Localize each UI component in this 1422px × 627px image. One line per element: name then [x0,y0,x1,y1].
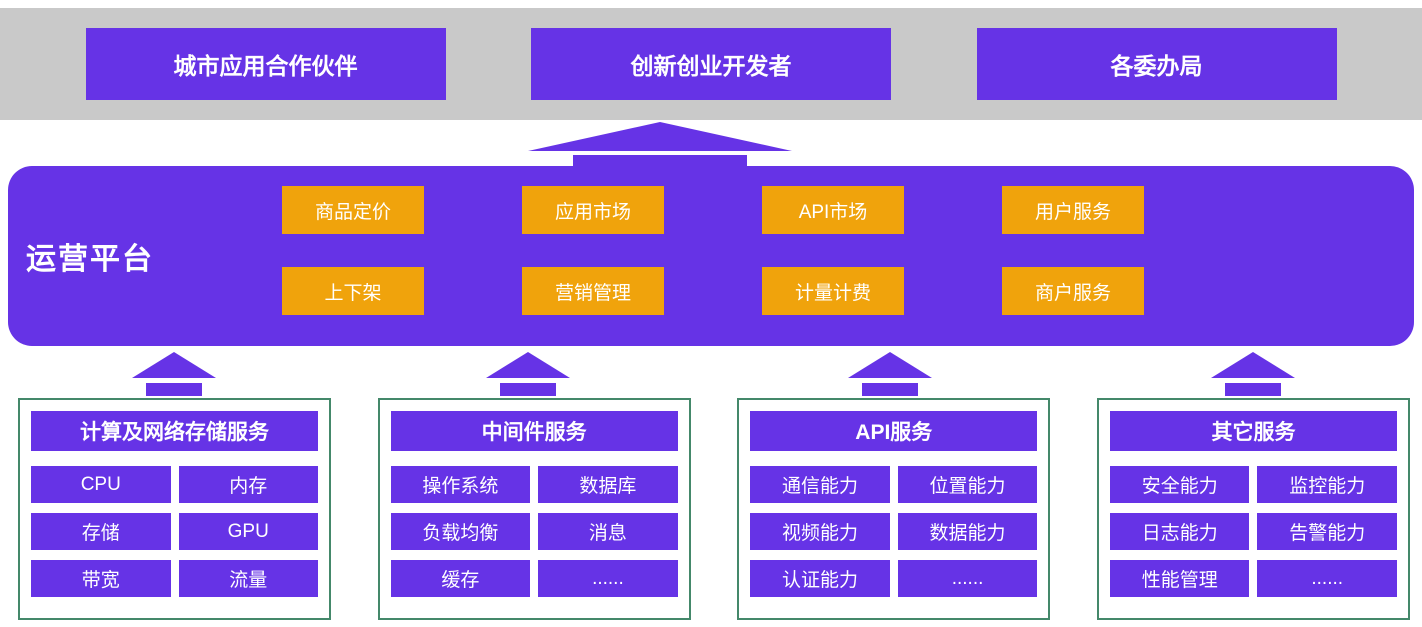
top-box-government-bureaus: 各委办局 [976,28,1337,100]
up-arrow-icon [1211,352,1295,396]
section-cells: CPU 内存 存储 GPU 带宽 流量 [31,466,318,597]
section-api-services: API服务 通信能力 位置能力 视频能力 数据能力 认证能力 ...... [737,398,1051,620]
section-cells: 操作系统 数据库 负载均衡 消息 缓存 ...... [390,466,678,597]
service-cell: 数据能力 [897,513,1038,550]
service-cell: CPU [31,466,171,503]
platform-panel: 运营平台 商品定价 应用市场 API市场 用户服务 上下架 营销管理 计量计费 … [8,166,1414,346]
service-cell: 日志能力 [1109,513,1250,550]
section-title: 中间件服务 [390,411,678,451]
service-cell: 视频能力 [750,513,890,550]
service-cell: 操作系统 [390,466,531,503]
section-title: 其它服务 [1109,411,1397,451]
service-cell: 通信能力 [750,466,890,503]
service-cell: 内存 [178,466,318,503]
section-cells: 安全能力 监控能力 日志能力 告警能力 性能管理 ...... [1109,466,1397,597]
service-sections-row: 计算及网络存储服务 CPU 内存 存储 GPU 带宽 流量 中间件服务 操作系统… [18,398,1410,620]
service-cell: 数据库 [538,466,678,503]
service-cell: ...... [538,560,678,597]
service-cell: 消息 [538,513,678,550]
section-title: API服务 [750,411,1038,451]
feature-box-metering-billing: 计量计费 [762,267,904,315]
service-cell: 监控能力 [1257,466,1397,503]
top-band: 城市应用合作伙伴 创新创业开发者 各委办局 [0,8,1422,120]
service-cell: 位置能力 [897,466,1038,503]
feature-box-pricing: 商品定价 [282,186,424,234]
section-compute-network-storage: 计算及网络存储服务 CPU 内存 存储 GPU 带宽 流量 [18,398,331,620]
service-cell: ...... [897,560,1038,597]
feature-box-api-market: API市场 [762,186,904,234]
service-cell: 带宽 [31,560,171,597]
service-cell: 安全能力 [1109,466,1250,503]
up-arrow-icon [486,352,570,396]
section-title: 计算及网络存储服务 [31,411,318,451]
up-arrow-icon [848,352,932,396]
service-cell: 缓存 [390,560,531,597]
big-up-arrow-icon [528,122,792,168]
service-cell: GPU [178,513,318,550]
feature-box-user-service: 用户服务 [1002,186,1144,234]
service-cell: 告警能力 [1257,513,1397,550]
top-box-city-partners: 城市应用合作伙伴 [85,28,446,100]
up-arrow-icon [132,352,216,396]
service-cell: ...... [1257,560,1397,597]
feature-box-shelf-management: 上下架 [282,267,424,315]
section-other-services: 其它服务 安全能力 监控能力 日志能力 告警能力 性能管理 ...... [1096,398,1410,620]
platform-feature-grid: 商品定价 应用市场 API市场 用户服务 上下架 营销管理 计量计费 商户服务 [233,186,1193,315]
service-cell: 流量 [178,560,318,597]
section-middleware: 中间件服务 操作系统 数据库 负载均衡 消息 缓存 ...... [377,398,691,620]
platform-title: 运营平台 [26,243,154,276]
feature-box-marketing: 营销管理 [522,267,664,315]
service-cell: 认证能力 [750,560,890,597]
section-cells: 通信能力 位置能力 视频能力 数据能力 认证能力 ...... [750,466,1038,597]
service-cell: 性能管理 [1109,560,1250,597]
top-box-developers: 创新创业开发者 [531,28,891,100]
feature-box-merchant-service: 商户服务 [1002,267,1144,315]
service-cell: 负载均衡 [390,513,531,550]
service-cell: 存储 [31,513,171,550]
feature-box-app-market: 应用市场 [522,186,664,234]
